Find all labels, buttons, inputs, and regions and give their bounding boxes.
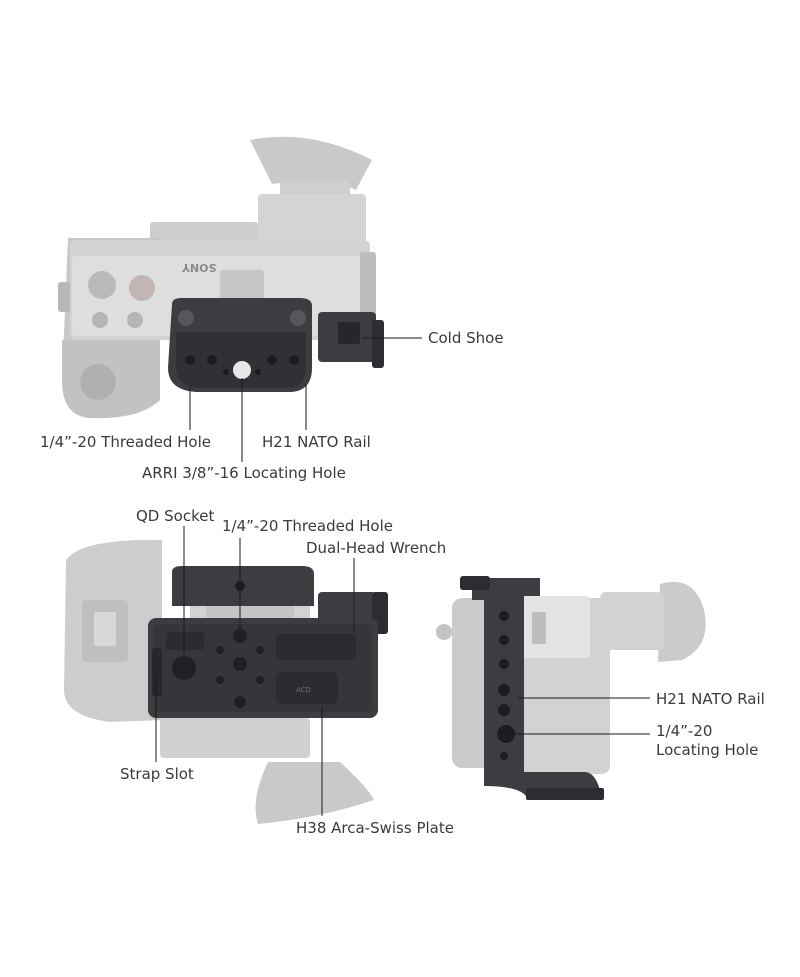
control-wheel [80,364,116,400]
plate-hole [256,676,264,684]
plate-screw-left [178,310,194,326]
side-hole [498,684,510,696]
lower-body [160,718,310,758]
threaded-hole [233,657,247,671]
cold-shoe-slot [338,322,360,344]
label-threaded-hole-bottom: 1/4”-20 Threaded Hole [222,517,393,535]
plate-hole [256,646,264,654]
recess-lower [276,672,338,704]
label-threaded-hole-top: 1/4”-20 Threaded Hole [40,433,211,451]
wrench-holder [318,592,376,622]
recess-left [166,632,204,650]
plate-marking: ACD [296,686,311,694]
plate-hole [223,369,229,375]
plate-hole [216,676,224,684]
qd-socket [172,656,196,680]
side-locating-hole [497,725,515,743]
plate-hole [289,355,299,365]
plate-hole [234,696,246,708]
record-button [129,275,155,301]
strap-slot-recess [152,648,162,696]
top-plate-face [176,332,306,388]
side-port [532,612,546,644]
plate-hole [207,355,217,365]
label-nato-rail-side: H21 NATO Rail [656,690,765,708]
camera-strap-lug [58,282,72,312]
label-cold-shoe: Cold Shoe [428,329,504,347]
button-2 [127,312,143,328]
side-camera-panel [520,596,590,658]
label-locating-hole-side-line1: 1/4”-20 [656,722,713,740]
side-hole [500,752,508,760]
plate-screw-right [290,310,306,326]
side-strap-lug [436,624,452,640]
side-hole [498,704,510,716]
side-view [436,576,706,800]
lower-eyecup [255,762,374,824]
plate-hole [267,355,277,365]
arri-locating-hole [233,361,251,379]
label-arca-plate: H38 Arca-Swiss Plate [296,819,454,837]
label-qd-socket: QD Socket [136,507,215,525]
plate-hole [185,355,195,365]
bottom-view: ACD [64,526,388,824]
button-3 [92,312,108,328]
threaded-hole [233,629,247,643]
camera-brand-text: SONY [182,261,217,274]
dial-button [88,271,116,299]
label-arri-hole: ARRI 3/8”-16 Locating Hole [142,464,346,482]
label-nato-rail-top: H21 NATO Rail [262,433,371,451]
side-hole [499,659,509,669]
side-hole [499,635,509,645]
eyecup [250,136,372,190]
cold-shoe-clip [372,320,384,368]
label-strap-slot: Strap Slot [120,765,194,783]
side-viewfinder [600,592,664,650]
side-eyecup [658,581,706,662]
plate-hole [216,646,224,654]
grip-slot [94,612,116,646]
side-top-tab [460,576,490,590]
label-wrench: Dual-Head Wrench [306,539,447,557]
label-locating-hole-side-line2: Locating Hole [656,741,759,759]
side-cage-plate [472,578,540,772]
side-hole [499,611,509,621]
side-foot-base [526,788,604,800]
plate-hole [255,369,261,375]
top-view [58,136,422,462]
recess-upper [276,634,356,660]
